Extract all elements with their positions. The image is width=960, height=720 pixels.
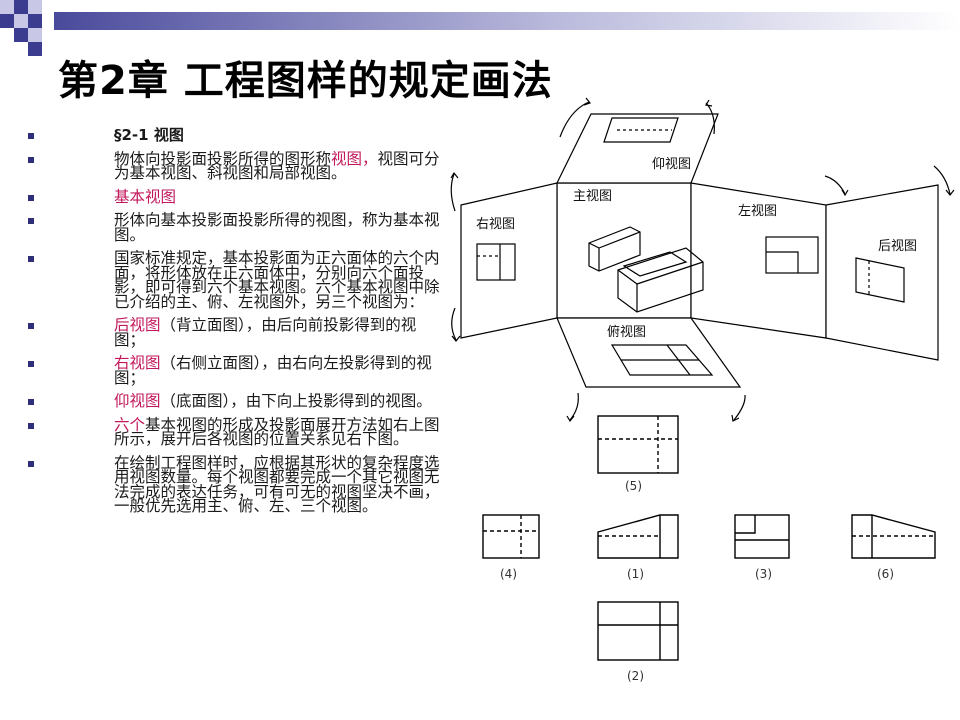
term-rear-view: 后视图 [114, 316, 161, 334]
view-5 [597, 415, 679, 474]
projection-figure: 主视图 仰视图 左视图 右视图 后视图 俯视图 [450, 97, 955, 683]
bullet-marker [28, 156, 34, 163]
term-right-view: 右视图 [114, 354, 161, 372]
bullet-marker [28, 422, 34, 429]
bullet-marker [28, 323, 34, 329]
unfolded-projection-planes [460, 113, 939, 388]
term-bottom-view: 仰视图 [114, 392, 161, 410]
label-rear-view: 后视图 [878, 239, 917, 254]
view-1 [597, 514, 679, 559]
view-3 [734, 514, 790, 559]
bullet-marker [28, 460, 34, 467]
list-item: 六个基本视图的形成及投影面展开方法如右上图所示，展开后各视图的位置关系见右下图。 [28, 415, 440, 447]
view-label-1: (1) [627, 567, 644, 581]
list-item: 国家标准规定，基本投影面为正六面体的六个内面，将形体放在正六面体中，分别向六个面… [28, 250, 440, 309]
list-item: §2-1 视图 [28, 128, 440, 143]
list-item: 仰视图（底面图），由下向上投影得到的视图。 [28, 392, 440, 410]
list-item: 后视图（背立面图），由后向前投影得到的视图； [28, 316, 440, 347]
term-six: 六个 [114, 415, 146, 434]
bullet-marker [28, 399, 34, 405]
label-left-view: 左视图 [738, 204, 777, 219]
view-6 [851, 514, 936, 559]
bullet-marker [28, 194, 34, 201]
header-decoration [0, 0, 960, 56]
slide-title: 第2章 工程图样的规定画法 [58, 58, 553, 104]
list-item: 在绘制工程图样时，应根据其形状的复杂程度选用视图数量。每个视图都要完成一个其它视… [28, 455, 440, 514]
bullet-list: §2-1 视图 物体向投影面投影所得的图形称视图，视图可分为基本视图、斜视图和局… [28, 128, 440, 523]
view-label-6: (6) [877, 567, 894, 581]
term-basic-view: 基本视图 [114, 187, 177, 206]
bullet-marker [28, 218, 34, 224]
label-bottom-view: 仰视图 [652, 157, 691, 172]
view-label-2: (2) [627, 669, 644, 683]
bullet-marker [28, 256, 34, 262]
unfold-arrows [450, 97, 955, 423]
list-item: 物体向投影面投影所得的图形称视图，视图可分为基本视图、斜视图和局部视图。 [28, 149, 440, 181]
label-right-view: 右视图 [476, 217, 515, 232]
list-item: 形体向基本投影面投影所得的视图，称为基本视图。 [28, 212, 440, 242]
view-label-3: (3) [755, 567, 772, 581]
label-front-view: 主视图 [573, 189, 612, 204]
view-label-5: (5) [625, 479, 642, 493]
label-top-view: 俯视图 [607, 324, 646, 340]
view-2 [597, 601, 679, 661]
list-item: 基本视图 [28, 187, 440, 206]
bullet-marker [28, 361, 34, 367]
list-item: 右视图（右侧立面图），由右向左投影得到的视图； [28, 354, 440, 385]
view-label-4: (4) [500, 567, 517, 581]
term-view: 视图， [331, 149, 378, 168]
section-heading: §2-1 视图 [114, 126, 184, 144]
view-4 [482, 514, 540, 559]
bullet-marker [28, 133, 34, 139]
